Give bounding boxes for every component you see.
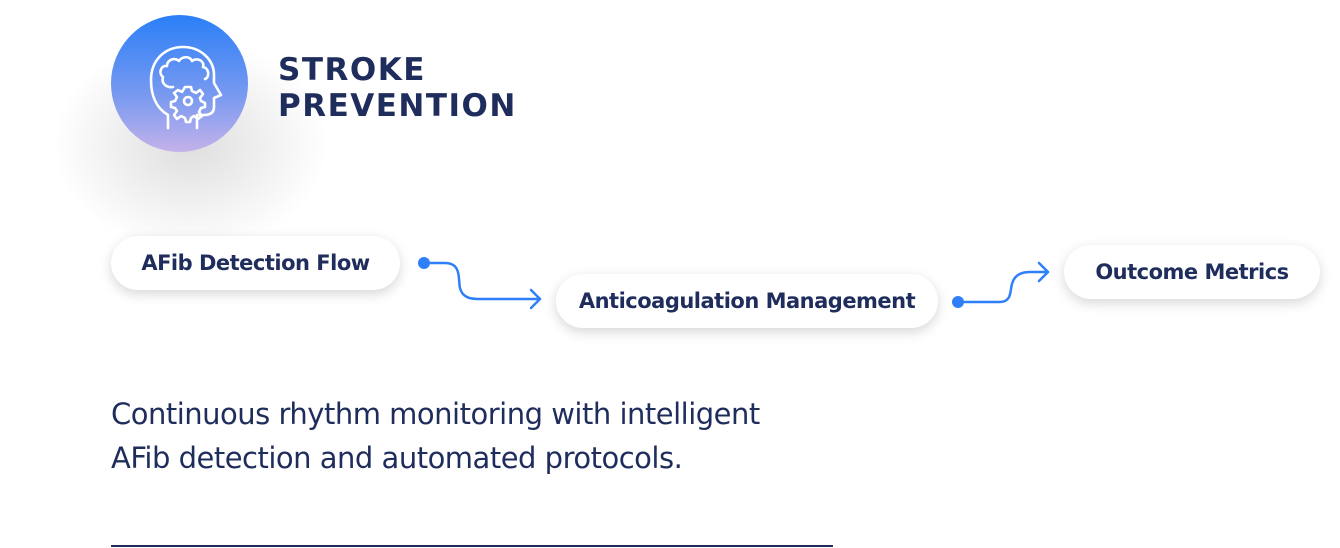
page-title: STROKE PREVENTION xyxy=(278,52,517,124)
step-label: Anticoagulation Management xyxy=(578,289,916,313)
description-line-2: AFib detection and automated protocols. xyxy=(111,441,683,475)
description-line-1: Continuous rhythm monitoring with intell… xyxy=(111,397,760,431)
step-label: AFib Detection Flow xyxy=(141,251,370,275)
arrow-right-icon xyxy=(529,288,542,310)
title-line-2: PREVENTION xyxy=(278,88,517,124)
connector-path-1 xyxy=(422,261,542,301)
connector-path-2 xyxy=(956,270,1050,304)
flow-step-anticoagulation[interactable]: Anticoagulation Management xyxy=(556,274,938,328)
stroke-prevention-badge xyxy=(111,15,248,152)
head-gear-icon xyxy=(149,45,223,130)
step-label: Outcome Metrics xyxy=(1095,260,1289,284)
description: Continuous rhythm monitoring with intell… xyxy=(111,392,760,480)
flow-step-outcome-metrics[interactable]: Outcome Metrics xyxy=(1064,245,1320,299)
divider xyxy=(111,545,833,547)
flow-step-afib-detection[interactable]: AFib Detection Flow xyxy=(111,236,400,290)
arrow-right-icon xyxy=(1037,261,1050,283)
title-line-1: STROKE xyxy=(278,52,426,88)
